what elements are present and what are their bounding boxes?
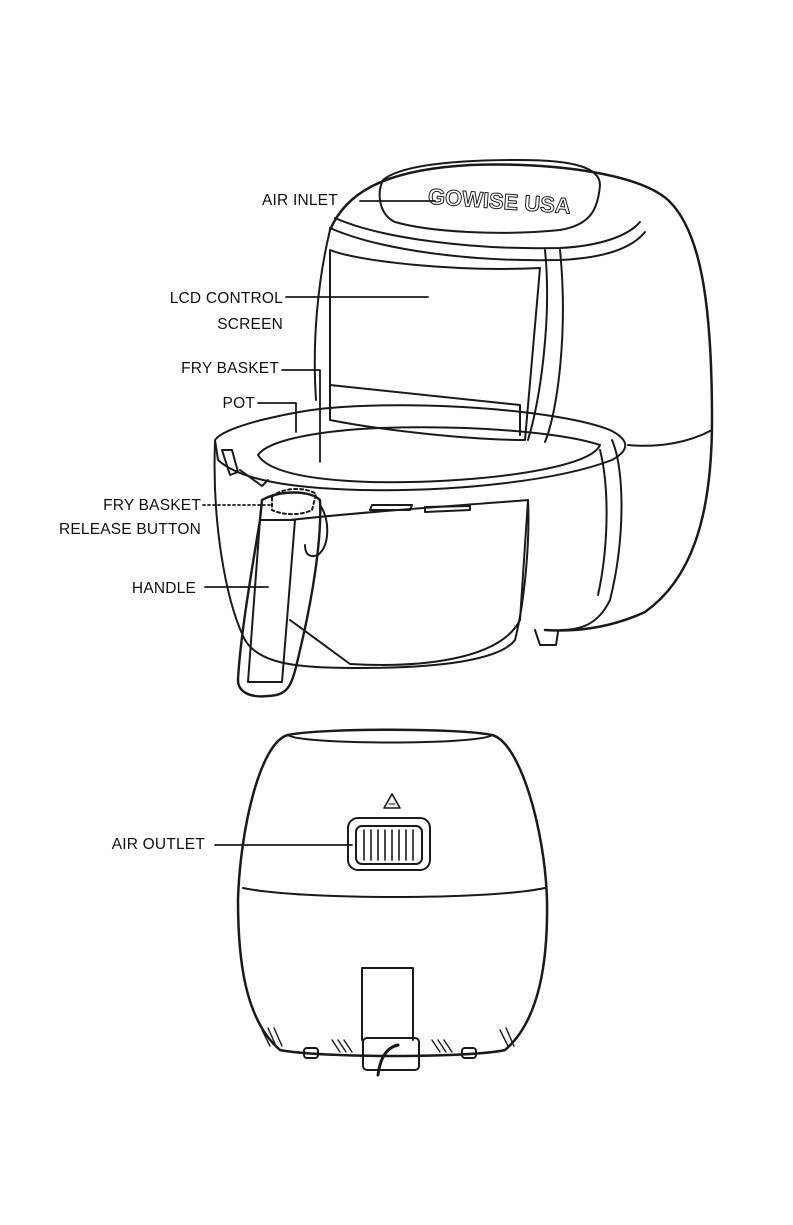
- pot-front: [215, 442, 529, 668]
- pot-front-face: [290, 500, 528, 665]
- back-view: [238, 730, 547, 1075]
- rim-slot-4: [425, 506, 470, 512]
- pot-right-inner: [598, 450, 607, 595]
- leader-pot: [258, 403, 296, 432]
- cord-channel: [362, 968, 413, 1040]
- cord-plug: [363, 1038, 419, 1070]
- rim-slot-3: [370, 505, 412, 510]
- back-top-band: [288, 735, 492, 743]
- side-panel-line: [528, 250, 547, 440]
- brand-logo: GOWISE USA: [427, 184, 572, 219]
- rear-seam: [628, 430, 712, 446]
- handle-neck: [305, 505, 327, 556]
- body-left-edge: [315, 230, 330, 400]
- warning-hot-surface-icon: [384, 794, 400, 808]
- pot-rim-inner: [258, 427, 600, 482]
- air-outlet-grille-inner: [356, 826, 422, 864]
- foot-right: [535, 630, 558, 645]
- air-outlet-slats: [364, 830, 413, 860]
- back-seam: [243, 888, 545, 897]
- pot-rim-outer: [215, 405, 625, 490]
- pot-right-face: [560, 440, 622, 630]
- front-view: GOWISE USA: [215, 160, 712, 696]
